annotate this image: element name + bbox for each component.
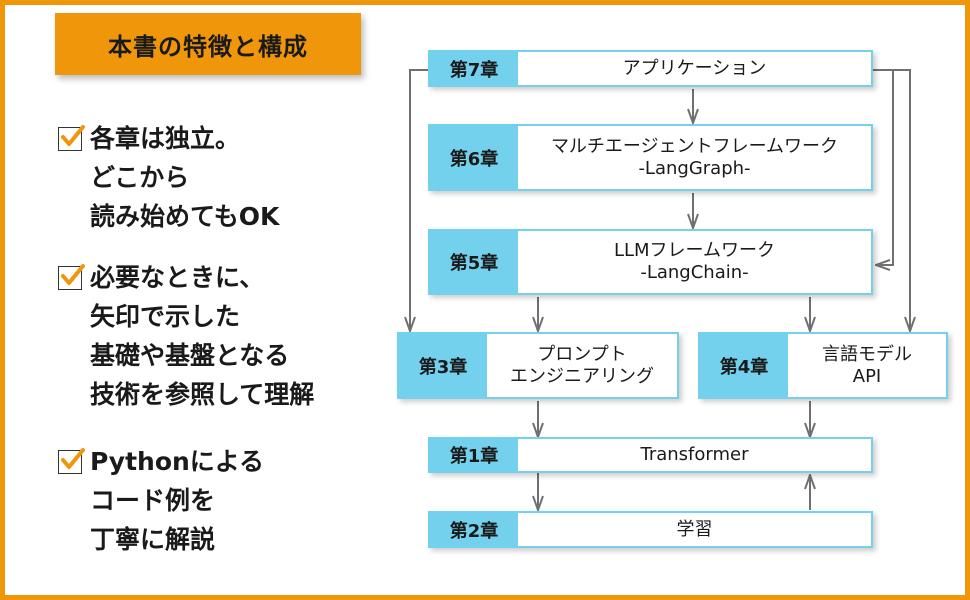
checkbox-icon [58,264,85,290]
checkbox-icon [58,448,85,474]
chapter-label: 第1章 [430,439,518,471]
section-heading: 本書の特徴と構成 [55,13,361,75]
chapter-title: プロンプト エンジニアリング [510,343,654,387]
chapter-6-box: 第6章 マルチエージェントフレームワーク -LangGraph- [428,124,873,191]
chapter-label: 第3章 [399,334,487,397]
chapter-label: 第7章 [430,52,518,85]
chapter-title: Transformer [640,444,749,465]
feature-text: Pythonによる コード例を 丁寧に解説 [90,447,265,554]
feature-item-3: Pythonによる コード例を 丁寧に解説 [58,442,264,559]
feature-text: 各章は独立。 どこから 読み始めてもOK [90,124,280,231]
arrow-ch7-to-ch5 [873,69,894,265]
chapter-title: アプリケーション [622,57,767,79]
chapter-2-box: 第2章 学習 [428,511,873,548]
feature-item-2: 必要なときに、 矢印で示した 基礎や基盤となる 技術を参照して理解 [58,258,314,414]
chapter-title: 学習 [676,518,713,540]
chapter-7-box: 第7章 アプリケーション [428,50,873,87]
chapter-title: LLMフレームワーク -LangChain- [613,240,776,283]
chapter-label: 第6章 [430,126,518,189]
chapter-1-box: 第1章 Transformer [428,437,873,473]
chapter-title: マルチエージェントフレームワーク -LangGraph- [550,135,839,179]
checkbox-icon [58,125,85,151]
chapter-label: 第5章 [430,231,518,293]
arrow-ch7-to-ch3 [410,69,428,331]
chapter-label: 第2章 [430,513,518,546]
chapter-5-box: 第5章 LLMフレームワーク -LangChain- [428,229,873,295]
chapter-label: 第4章 [700,334,788,397]
chapter-4-box: 第4章 言語モデル API [698,332,948,399]
feature-text: 必要なときに、 矢印で示した 基礎や基盤となる 技術を参照して理解 [90,263,315,409]
feature-item-1: 各章は独立。 どこから 読み始めてもOK [58,119,279,236]
chapter-3-box: 第3章 プロンプト エンジニアリング [397,332,679,399]
chapter-title: 言語モデル API [822,343,912,387]
arrow-ch7-to-ch4 [873,69,910,331]
dependency-arrows [5,69,965,595]
